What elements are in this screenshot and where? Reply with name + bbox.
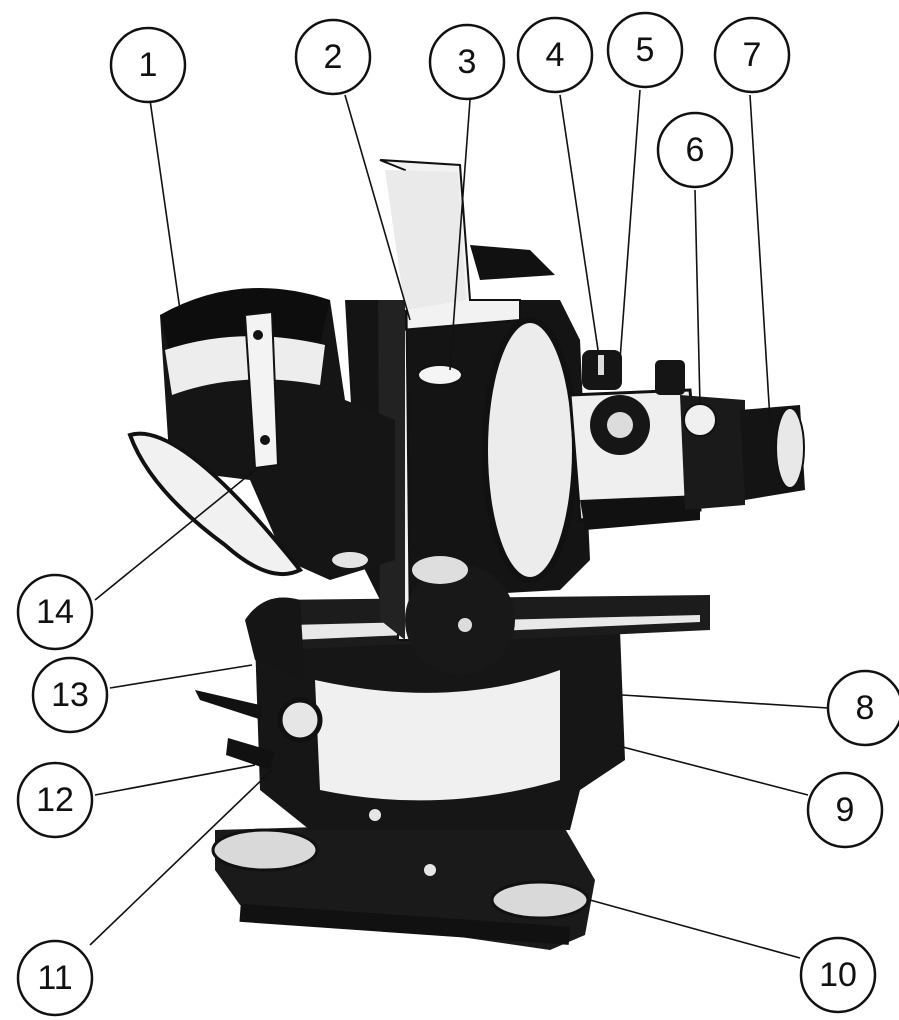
callout-7-label: 7 xyxy=(743,36,762,74)
callout-group: 1 2 3 4 5 6 7 8 xyxy=(16,11,899,1017)
callout-6-label: 6 xyxy=(686,131,705,169)
lower-housing-highlight xyxy=(315,670,560,801)
tangent-screw xyxy=(226,738,275,770)
callout-13: 13 xyxy=(31,656,109,734)
strap-screw-bottom xyxy=(260,435,270,445)
callout-7: 7 xyxy=(713,16,791,94)
reading-tube-window xyxy=(332,552,368,568)
housing-screw xyxy=(369,809,381,821)
housing-window xyxy=(277,697,323,743)
callout-8-label: 8 xyxy=(856,689,875,727)
callout-13-label: 13 xyxy=(51,676,89,714)
leader-5 xyxy=(619,89,641,361)
theodolite-illustration xyxy=(127,159,805,950)
callout-6: 6 xyxy=(656,111,734,189)
strap-screw-top xyxy=(253,330,263,340)
reading-tube-band xyxy=(165,336,325,395)
callout-5: 5 xyxy=(606,11,684,89)
eyepiece-lens xyxy=(775,407,805,489)
callout-8: 8 xyxy=(826,669,899,747)
callout-12-label: 12 xyxy=(36,781,74,819)
leader-3 xyxy=(449,99,471,371)
vertical-circle-disc xyxy=(482,317,578,583)
leader-10 xyxy=(589,899,801,959)
standard-plate-face xyxy=(385,170,466,310)
housing-screw-2 xyxy=(424,864,436,876)
callout-10-label: 10 xyxy=(819,956,857,994)
callout-9-label: 9 xyxy=(836,791,855,829)
callout-9: 9 xyxy=(806,771,884,849)
leader-7 xyxy=(749,94,771,421)
leader-8 xyxy=(621,694,829,709)
leader-14 xyxy=(94,469,256,601)
callout-3: 3 xyxy=(428,23,506,101)
leader-13 xyxy=(109,664,253,689)
focusing-knob-inner xyxy=(607,412,633,438)
callout-11: 11 xyxy=(16,939,94,1017)
callout-5-label: 5 xyxy=(636,31,655,69)
leader-11 xyxy=(89,769,273,946)
callout-1-label: 1 xyxy=(139,46,158,84)
telescope-shadow xyxy=(580,495,700,530)
top-bracket xyxy=(470,245,555,280)
callout-10: 10 xyxy=(799,936,877,1014)
callout-14: 14 xyxy=(16,573,94,651)
callout-2: 2 xyxy=(294,18,372,96)
leader-12 xyxy=(94,764,256,796)
standard-knob xyxy=(405,565,515,675)
leader-lines xyxy=(89,89,829,959)
callout-4: 4 xyxy=(516,16,594,94)
standard-knob-rim xyxy=(412,556,468,584)
knob-highlight xyxy=(598,355,604,375)
leader-2 xyxy=(344,94,411,321)
leader-4 xyxy=(559,94,599,351)
callout-1: 1 xyxy=(109,26,187,104)
clamp-lever xyxy=(195,690,262,720)
callout-4-label: 4 xyxy=(546,36,565,74)
base-bottom-edge xyxy=(239,903,570,945)
eyepiece-dial xyxy=(683,403,717,437)
leader-6 xyxy=(694,189,701,406)
callout-12: 12 xyxy=(16,761,94,839)
leveling-screw-right xyxy=(490,880,590,920)
illumination-mirror xyxy=(127,431,304,577)
callout-14-label: 14 xyxy=(36,593,74,631)
leader-1 xyxy=(149,99,181,311)
level-vial xyxy=(417,364,463,386)
eyepiece-knob-5 xyxy=(655,360,685,395)
callout-11-label: 11 xyxy=(37,959,72,997)
callout-3-label: 3 xyxy=(458,43,477,81)
ring-support xyxy=(245,597,305,680)
standard-knob-center xyxy=(458,618,472,632)
tube-strap xyxy=(243,310,280,470)
leader-9 xyxy=(614,744,809,796)
callout-2-label: 2 xyxy=(324,38,343,76)
leveling-screw-left xyxy=(211,828,319,872)
